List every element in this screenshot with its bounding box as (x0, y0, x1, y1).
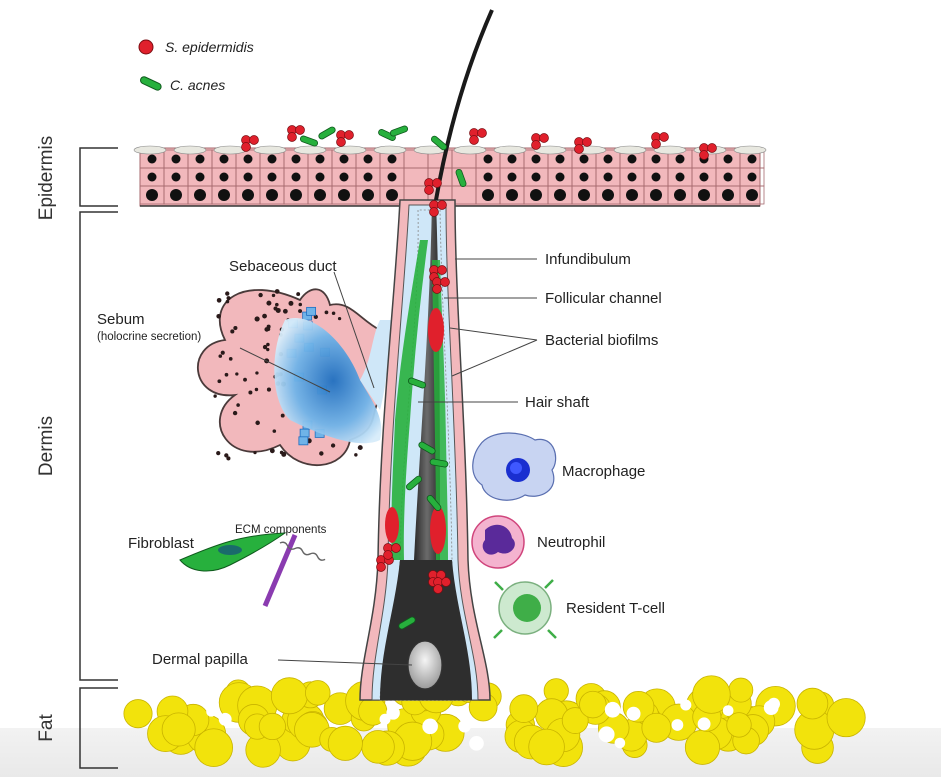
c-acnes-icon (139, 76, 162, 92)
label-bacterial-biofilms: Bacterial biofilms (545, 332, 658, 349)
macrophage-cell (473, 433, 556, 500)
label-resident-t-cell: Resident T-cell (566, 600, 665, 617)
epidermis-layer (134, 146, 766, 206)
label-dermis: Dermis (36, 416, 57, 476)
label-epidermis: Epidermis (36, 136, 57, 220)
label-follicular-channel: Follicular channel (545, 290, 662, 307)
label-macrophage: Macrophage (562, 463, 645, 480)
label-neutrophil: Neutrophil (537, 534, 605, 551)
neutrophil-cell (472, 516, 524, 568)
t-cell (494, 580, 556, 638)
label-sebum-sub: (holocrine secretion) (97, 331, 201, 343)
label-sebaceous-duct: Sebaceous duct (229, 258, 337, 275)
sebaceous-gland (198, 289, 392, 465)
label-fat: Fat (36, 714, 57, 742)
s-epidermidis-icon (139, 40, 153, 54)
fibroblast-cell (180, 533, 326, 606)
legend-s-epidermidis: S. epidermidis (165, 39, 254, 55)
legend: S. epidermidis C. acnes (139, 39, 254, 93)
label-dermal-papilla: Dermal papilla (152, 651, 249, 668)
fat-layer (124, 676, 865, 767)
label-ecm-components: ECM components (235, 524, 327, 536)
legend-c-acnes: C. acnes (170, 77, 225, 93)
label-hair-shaft: Hair shaft (525, 394, 590, 411)
label-infundibulum: Infundibulum (545, 251, 631, 268)
label-fibroblast: Fibroblast (128, 535, 195, 552)
label-sebum: Sebum (97, 311, 145, 328)
layer-brackets (80, 148, 118, 768)
